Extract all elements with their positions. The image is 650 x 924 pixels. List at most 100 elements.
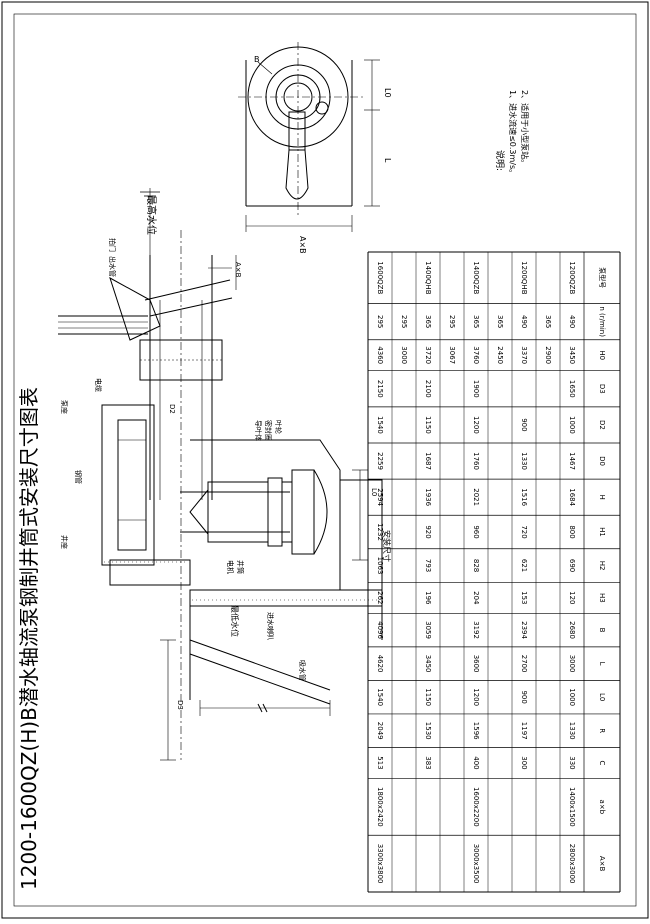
table-cell: 2100	[424, 380, 432, 398]
table-cell: 204	[472, 591, 480, 605]
table-cell: 1400x1500	[568, 787, 576, 827]
table-cell: 1540	[376, 416, 384, 434]
table-header-cell: a×b	[598, 800, 606, 815]
dim-AB-plan-label: A×B	[298, 236, 307, 254]
table-cell: 295	[400, 315, 408, 328]
label-dim-AB: A×B	[234, 262, 242, 278]
table-cell: 490	[568, 315, 576, 328]
table-cell: 4096	[376, 621, 384, 639]
table-cell: 900	[520, 690, 528, 703]
table-cell: 2700	[520, 655, 528, 673]
dim-L-label: L	[383, 158, 392, 163]
table-cell: 295	[376, 315, 384, 328]
label-flap-gate: 拍门	[108, 238, 117, 252]
table-cell: 262	[376, 591, 384, 604]
table-cell: 3067	[448, 346, 456, 364]
label-highest-water: 最高水位	[145, 195, 158, 235]
table-cell: 2800x3000	[568, 844, 576, 884]
table-header-cell: n (r/min)	[598, 306, 606, 337]
label-motor: 电机	[226, 560, 235, 574]
label-steel-pipe: 钢管	[74, 470, 83, 484]
section-view	[58, 188, 383, 761]
table-cell: 120	[568, 591, 576, 604]
table-cell: 1000	[568, 688, 576, 706]
table-cell: 365	[544, 315, 552, 328]
table-cell: 3300x3800	[376, 844, 384, 884]
table-cell: 196	[424, 591, 432, 605]
label-installation-size: 安装尺寸	[382, 530, 392, 562]
table-cell: 1516	[520, 488, 528, 506]
table-cell: 3059	[424, 621, 432, 639]
table-cell: 1540	[376, 688, 384, 706]
table-cell: 1400QZB	[472, 261, 480, 294]
table-cell: 1596	[472, 722, 480, 740]
table-header-cell: 泵型号	[598, 267, 607, 288]
table-header-cell: H1	[598, 527, 606, 537]
table-cell: 1200QZB	[568, 261, 576, 294]
table-cell: 300	[520, 756, 528, 769]
table-header-cell: D3	[598, 384, 606, 394]
table-cell: 2150	[376, 380, 384, 398]
table-cell: 2594	[376, 488, 384, 506]
table-cell: 1800x2420	[376, 787, 384, 827]
notes-heading: 说明:	[494, 150, 506, 171]
table-cell: 920	[424, 525, 432, 538]
table-cell: 1684	[568, 488, 576, 506]
label-lowest-water: 最低水位	[230, 605, 240, 637]
table-cell: 1330	[568, 722, 576, 740]
table-cell: 153	[520, 591, 528, 604]
table-cell: 1760	[472, 452, 480, 470]
dim-L0-label: L0	[383, 88, 392, 98]
table-cell: 3000	[568, 655, 576, 673]
label-cable: 电缆	[94, 378, 103, 392]
table-cell: 3450	[568, 346, 576, 364]
table-cell: 720	[520, 525, 528, 538]
table-cell: 1063	[376, 557, 384, 575]
label-dim-D2: D2	[168, 404, 176, 414]
table-cell: 1150	[424, 688, 432, 706]
label-guide-vane: 导叶体	[254, 420, 263, 441]
table-cell: 330	[568, 756, 576, 769]
table-cell: 621	[520, 559, 528, 572]
plan-view	[238, 42, 380, 232]
dim-B-label: B	[254, 55, 260, 64]
table-cell: 1530	[424, 722, 432, 740]
table-cell: 1150	[424, 416, 432, 434]
table-cell: 3192	[472, 621, 480, 639]
table-cell: 828	[472, 559, 480, 572]
table-cell: 1687	[424, 452, 432, 470]
table-cell: 1936	[424, 488, 432, 506]
table-cell: 365	[424, 315, 432, 328]
label-inlet-bell: 进水喇叭	[266, 612, 275, 640]
table-cell: 365	[496, 315, 504, 328]
table-cell: 1467	[568, 452, 576, 470]
table-cell: 383	[424, 756, 432, 769]
table-cell: 1330	[520, 452, 528, 470]
table-header-cell: H	[598, 495, 606, 500]
table-cell: 960	[472, 525, 480, 538]
label-pump-base: 泵座	[60, 400, 69, 414]
table-cell: 513	[376, 756, 384, 769]
table-header-cell: H2	[598, 561, 606, 571]
table-header-cell: L	[598, 662, 606, 666]
table-cell: 2049	[376, 722, 384, 740]
label-well-pipe: 井筒	[236, 560, 245, 574]
table-cell: 1197	[520, 722, 528, 740]
table-cell: 400	[472, 756, 480, 769]
table-cell: 490	[520, 315, 528, 328]
table-cell: 4360	[376, 346, 384, 364]
table-cell: 800	[568, 525, 576, 538]
table-cell: 900	[520, 418, 528, 431]
label-dim-L0: L0	[370, 488, 378, 496]
table-cell: 1200	[472, 688, 480, 706]
table-cell: 1232	[376, 523, 384, 541]
table-header-cell: D2	[598, 420, 606, 430]
table-cell: 1900	[472, 380, 480, 398]
table-header-cell: C	[598, 761, 606, 766]
table-cell: 295	[448, 315, 456, 328]
table-cell: 2680	[568, 621, 576, 639]
inner-frame	[13, 13, 637, 907]
